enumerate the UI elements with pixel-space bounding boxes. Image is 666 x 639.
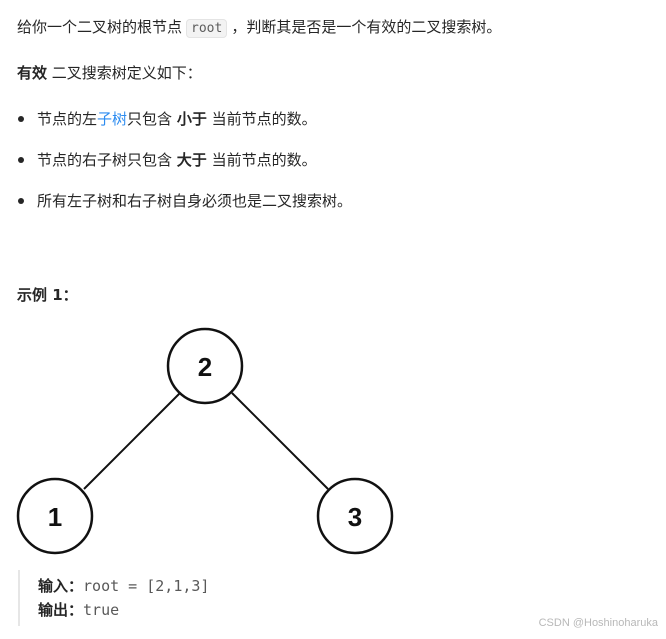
example-input-line: 输入：root = [2,1,3]: [38, 574, 209, 598]
input-value: root = [2,1,3]: [83, 577, 210, 595]
rule-1-bold: 小于: [176, 110, 207, 128]
intro-text-after: ，判断其是否是一个有效的二叉搜索树。: [231, 18, 502, 36]
tree-node-root: [166, 327, 244, 405]
output-value: true: [83, 601, 120, 619]
rule-1-suffix: 当前节点的数。: [206, 110, 317, 128]
list-item-rule-2: 节点的右子树只包含 大于 当前节点的数。: [37, 149, 317, 171]
bullet-icon: [18, 157, 24, 163]
input-label: 输入：: [38, 577, 84, 595]
watermark: CSDN @Hoshinoharuka: [538, 617, 658, 629]
rule-2-prefix: 节点的右子树只包含: [37, 151, 177, 169]
subtree-link[interactable]: 子树: [97, 110, 128, 128]
example-output-line: 输出：true: [38, 598, 119, 622]
rule-1-middle: 只包含: [127, 110, 177, 128]
tree-node-right-label: 3: [348, 502, 362, 532]
tree-node-left-label: 1: [48, 502, 62, 532]
rule-2-suffix: 当前节点的数。: [206, 151, 317, 169]
bullet-icon: [18, 198, 24, 204]
tree-edge-left: [83, 392, 181, 490]
bullet-icon: [18, 116, 24, 122]
tree-edge-right: [231, 392, 329, 490]
list-item-rule-1: 节点的左子树只包含 小于 当前节点的数。: [37, 108, 317, 130]
tree-node-left: [16, 477, 94, 555]
inline-code-root: root: [186, 19, 228, 38]
definition-bold: 有效: [17, 64, 48, 82]
binary-tree-diagram: 2 1 3: [16, 327, 394, 555]
rule-1-prefix: 节点的左: [37, 110, 98, 128]
intro-text-before: 给你一个二叉树的根节点: [17, 18, 183, 36]
tree-node-right: [316, 477, 394, 555]
definition-paragraph: 有效 二叉搜索树定义如下：: [17, 62, 202, 84]
rule-3-text: 所有左子树和右子树自身必须也是二叉搜索树。: [37, 192, 353, 210]
example-heading-text: 示例 1：: [17, 286, 78, 304]
tree-node-root-label: 2: [198, 352, 212, 382]
example-heading: 示例 1：: [17, 284, 78, 306]
output-label: 输出：: [38, 601, 84, 619]
rule-2-bold: 大于: [176, 151, 207, 169]
definition-text: 二叉搜索树定义如下：: [47, 64, 202, 82]
code-block-border: [18, 570, 20, 626]
list-item-rule-3: 所有左子树和右子树自身必须也是二叉搜索树。: [37, 190, 352, 212]
